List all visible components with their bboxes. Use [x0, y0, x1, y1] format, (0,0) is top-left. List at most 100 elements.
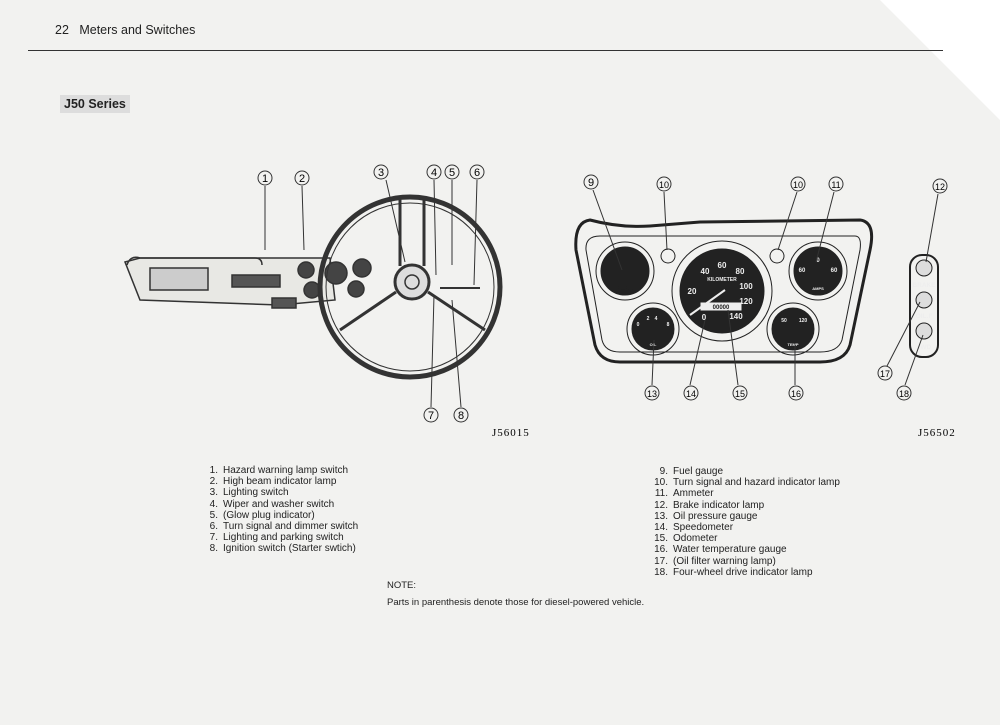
legend-item: 10.Turn signal and hazard indicator lamp: [654, 477, 840, 489]
svg-text:9: 9: [588, 177, 594, 189]
svg-text:100: 100: [739, 282, 753, 291]
svg-text:60: 60: [831, 268, 838, 274]
figure-code-right: J56502: [918, 427, 956, 439]
svg-text:0: 0: [637, 322, 640, 328]
svg-text:140: 140: [729, 312, 743, 321]
figure-code-left: J56015: [492, 427, 530, 439]
legend-item: 11.Ammeter: [654, 488, 714, 500]
legend-item: 18.Four-wheel drive indicator lamp: [654, 566, 813, 578]
svg-text:18: 18: [899, 389, 909, 399]
svg-text:11: 11: [831, 180, 840, 190]
left-callouts: 1 2 3 4 5 6 7 8: [257, 164, 485, 423]
svg-text:8: 8: [667, 322, 670, 328]
svg-text:13: 13: [647, 389, 657, 399]
legend-item: 5.(Glow plug indicator): [209, 509, 315, 521]
callout-4: 4: [426, 164, 442, 180]
page-header: 22 Meters and Switches: [55, 23, 195, 37]
note: NOTE: Parts in parenthesis denote those …: [387, 577, 644, 611]
svg-text:17: 17: [880, 369, 890, 379]
legend-item: 14.Speedometer: [654, 522, 734, 534]
svg-text:5: 5: [449, 167, 455, 179]
callout-6: 6: [469, 164, 485, 180]
callout-1: 1: [257, 170, 273, 186]
svg-text:120: 120: [799, 318, 808, 324]
legend-item: 3.Lighting switch: [209, 487, 289, 499]
callout-15: 15: [732, 385, 748, 401]
legend-item: 1.Hazard warning lamp switch: [209, 465, 349, 476]
svg-text:7: 7: [428, 410, 434, 422]
svg-text:120: 120: [739, 297, 753, 306]
legend-item: 13.Oil pressure gauge: [654, 510, 758, 522]
legend-left: 1.Hazard warning lamp switch 2.High beam…: [200, 465, 359, 555]
svg-text:8: 8: [458, 410, 464, 422]
series-label: J50 Series: [60, 95, 130, 113]
callout-13: 13: [644, 385, 660, 401]
svg-text:10: 10: [793, 180, 803, 190]
callout-7: 7: [423, 407, 439, 423]
svg-text:16: 16: [791, 389, 801, 399]
header-rule: [28, 50, 943, 51]
legend-item: 16.Water temperature gauge: [654, 544, 787, 556]
svg-text:40: 40: [701, 267, 710, 276]
svg-text:60: 60: [799, 268, 806, 274]
svg-text:50: 50: [781, 318, 787, 324]
svg-text:3: 3: [378, 167, 384, 179]
svg-text:2: 2: [647, 316, 650, 322]
svg-text:0: 0: [702, 313, 707, 322]
legend-item: 9.Fuel gauge: [659, 466, 724, 477]
svg-text:2: 2: [299, 173, 305, 185]
note-title: NOTE:: [387, 580, 417, 591]
legend-item: 17.(Oil filter warning lamp): [654, 555, 776, 567]
callout-10b: 10: [790, 176, 806, 192]
kilometer-label: KILOMETER: [707, 277, 737, 283]
steering-dash-figure: [123, 194, 503, 380]
legend-item: 12.Brake indicator lamp: [654, 499, 765, 511]
svg-text:4: 4: [431, 167, 437, 179]
section-title: Meters and Switches: [79, 23, 196, 37]
legend-right: 9.Fuel gauge 10.Turn signal and hazard i…: [650, 466, 840, 578]
callout-9: 9: [583, 174, 599, 190]
odometer: 00000: [713, 305, 730, 311]
right-callouts: 9 10 10 11 12 13 14 15 16 17 18: [583, 174, 948, 401]
legend-item: 2.High beam indicator lamp: [209, 476, 337, 488]
4wd-label: 4WD: [917, 344, 932, 351]
callout-12: 12: [932, 178, 948, 194]
svg-text:10: 10: [659, 180, 669, 190]
callout-3: 3: [373, 164, 389, 180]
page-number: 22: [55, 23, 69, 37]
svg-text:20: 20: [688, 287, 697, 296]
oilf-label: OIL.F: [916, 313, 933, 320]
svg-text:1: 1: [262, 173, 268, 185]
page-fold: [880, 0, 1000, 120]
svg-text:4: 4: [655, 316, 658, 322]
legend-item: 7.Lighting and parking switch: [209, 532, 344, 544]
svg-text:AMPS: AMPS: [812, 286, 824, 291]
fuel-label: FUEL: [617, 286, 633, 292]
svg-text:15: 15: [735, 389, 745, 399]
legend-item: 4.Wiper and washer switch: [209, 498, 335, 510]
callout-14: 14: [683, 385, 699, 401]
callout-5: 5: [444, 164, 460, 180]
callout-16: 16: [788, 385, 804, 401]
svg-text:60: 60: [718, 261, 727, 270]
svg-text:12: 12: [935, 182, 945, 192]
dashboard-diagram: 1 2 3 4 5 6 7 8 J56015 FUEL KILOMETER 0 …: [123, 164, 956, 439]
gauge-labels: FUEL KILOMETER 0 20 40 60 80 100 120 140…: [617, 258, 936, 351]
instrument-cluster: [574, 218, 939, 364]
callout-8: 8: [453, 407, 469, 423]
legend-item: 8.Ignition switch (Starter swtich): [209, 543, 356, 555]
callout-10a: 10: [656, 176, 672, 192]
svg-text:80: 80: [736, 267, 745, 276]
svg-text:TEMP: TEMP: [787, 342, 798, 347]
svg-text:OIL: OIL: [650, 342, 657, 347]
svg-text:14: 14: [686, 389, 696, 399]
legend-item: 6.Turn signal and dimmer switch: [209, 521, 359, 533]
svg-text:0: 0: [816, 258, 820, 264]
callout-2: 2: [294, 170, 310, 186]
svg-text:6: 6: [474, 167, 480, 179]
callout-17: 17: [877, 365, 893, 381]
legend-item: 15.Odometer: [654, 533, 718, 545]
brake-label: BRAKE: [912, 282, 936, 289]
callout-11: 11: [828, 176, 844, 192]
callout-18: 18: [896, 385, 912, 401]
